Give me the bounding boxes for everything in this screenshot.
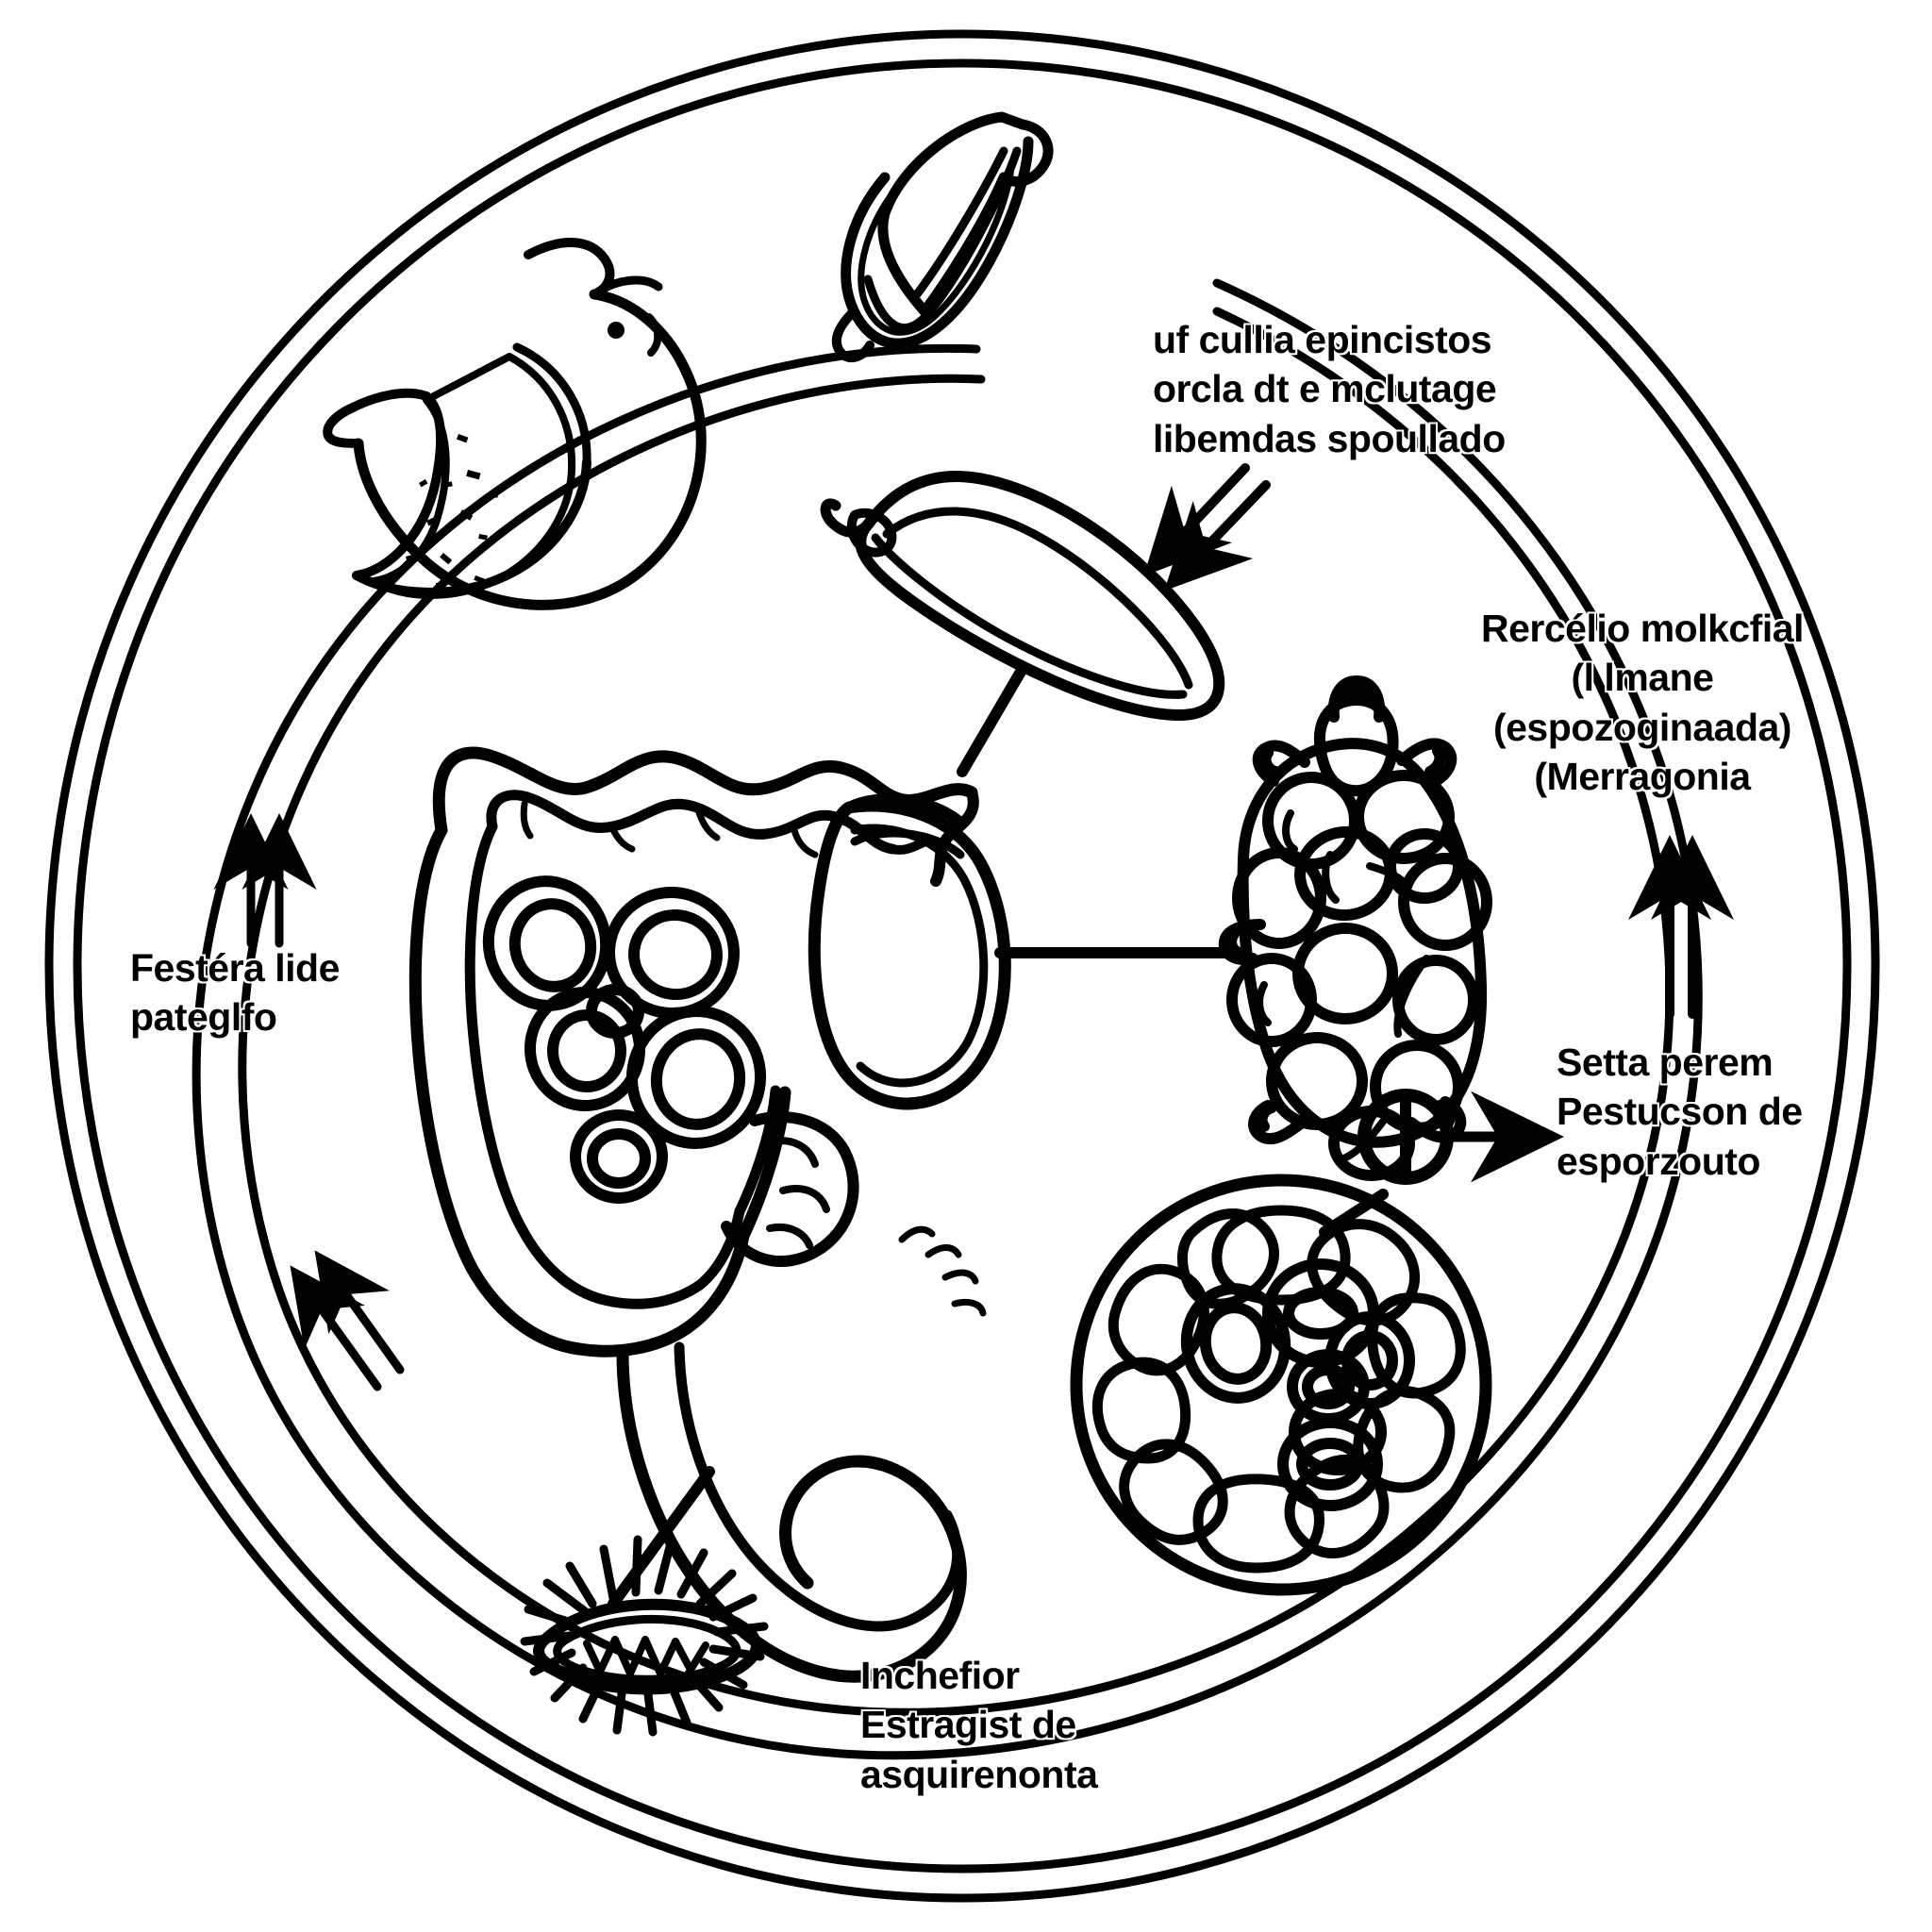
stipple-dots — [405, 434, 498, 588]
label-right-line-4: (Merragonia — [1534, 755, 1751, 799]
label-bottom-line-3: asquirenonta — [860, 1752, 1098, 1796]
label-top-right-line-1: uf cullia epincistos — [1153, 318, 1492, 361]
label-right-line-3: (espozoginaada) — [1492, 705, 1791, 749]
arrow-left-upper — [213, 813, 317, 948]
spiky-oocyst-shape — [520, 1535, 769, 1737]
label-lower-right: Setta perem Pestucson de esporzouto — [1557, 1038, 1803, 1186]
sporocyst-round-shape — [1070, 1174, 1492, 1596]
label-top-right-line-2: orcla dt e mclutage — [1153, 367, 1497, 411]
outer-ring — [44, 29, 1880, 1903]
label-lower-right-line-3: esporzouto — [1557, 1139, 1760, 1183]
arrow-right-vertical — [1628, 835, 1734, 1019]
label-left-line-1: Festéra lide — [130, 946, 340, 990]
sporulated-cell-shape — [323, 238, 707, 610]
intestine-illustration — [408, 746, 987, 1683]
label-left-line-2: pateglfo — [130, 995, 277, 1040]
oocyst-top-shape — [831, 111, 1054, 363]
label-right: Rercélio molkcfial (l lmane (espozoginaa… — [1481, 604, 1804, 802]
label-bottom: Inchefior Estragist de asquirenonta — [860, 1651, 1098, 1799]
label-left: Festéra lide pateglfo — [130, 943, 340, 1042]
label-bottom-line-2: Estragist de — [860, 1703, 1076, 1747]
label-top-right-line-3: libemdas spoullado — [1153, 416, 1506, 460]
connector-lines — [608, 666, 1411, 1609]
arrow-top-right-callout — [1143, 463, 1271, 591]
schizont-cluster-shape — [1218, 675, 1492, 1181]
label-right-line-1: Rercélio molkcfial — [1481, 607, 1804, 650]
label-lower-right-line-2: Pestucson de — [1557, 1090, 1803, 1134]
label-lower-right-line-1: Setta perem — [1557, 1041, 1774, 1084]
organ-sausage-shape — [808, 793, 1011, 1110]
label-top-right: uf cullia epincistos orcla dt e mclutage… — [1153, 315, 1506, 463]
arrow-left-lower — [290, 1250, 405, 1391]
merozoite-shape — [820, 471, 1225, 721]
label-bottom-line-1: Inchefior — [860, 1654, 1020, 1697]
label-right-line-2: (l lmane — [1571, 656, 1714, 700]
